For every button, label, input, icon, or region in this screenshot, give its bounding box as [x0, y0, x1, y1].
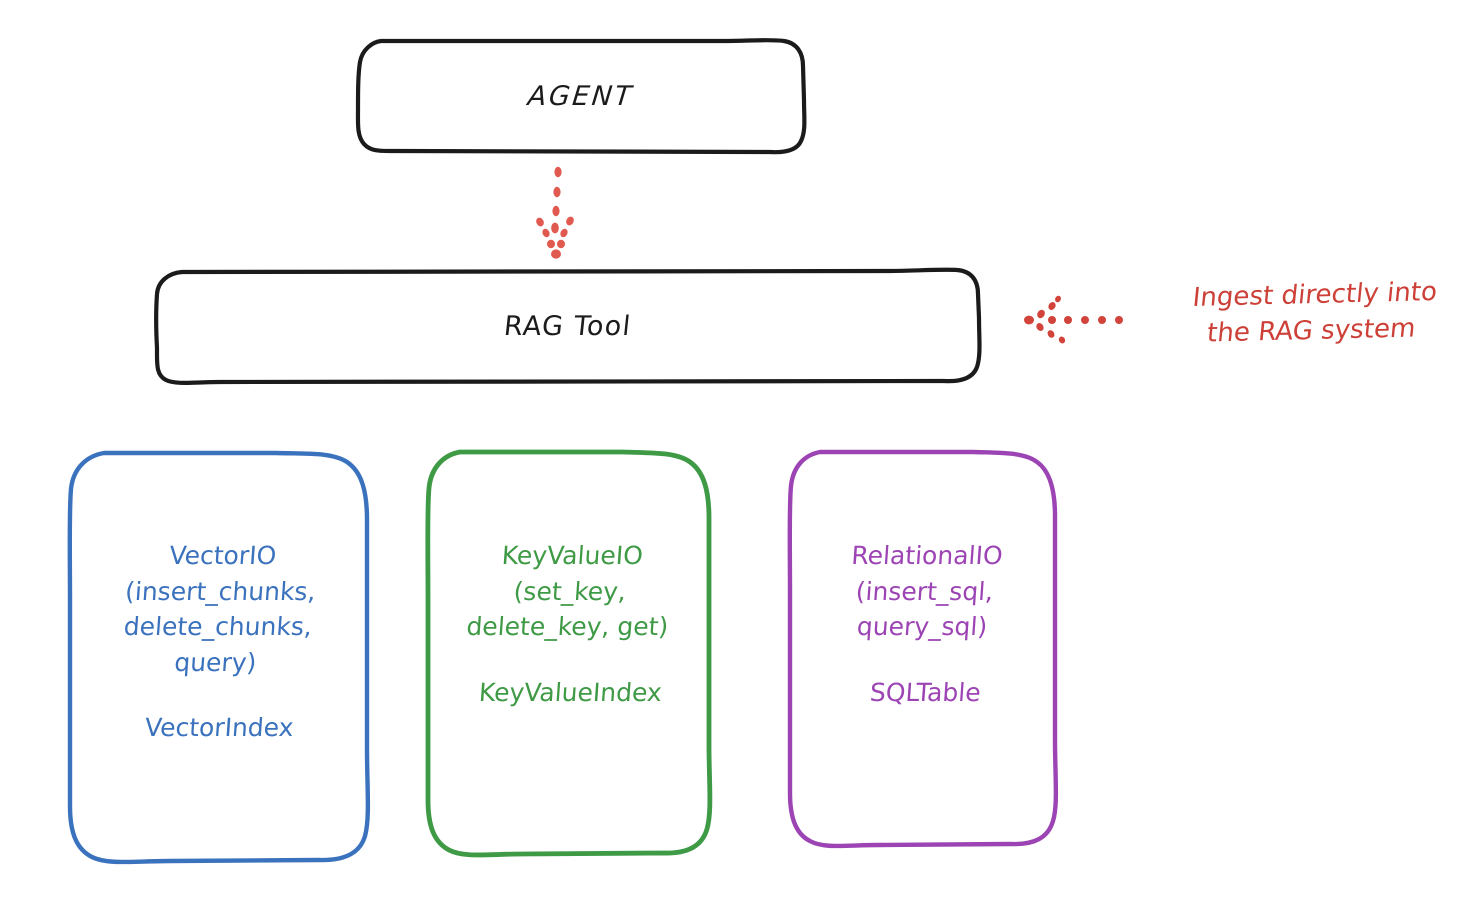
agent-box-outline [355, 38, 807, 155]
keyvalue-store-box-outline [425, 449, 713, 858]
vector-store-box-outline [67, 450, 371, 865]
keyvalue-store-api-label: KeyValueIO (set_key, delete_key, get) [465, 541, 670, 641]
keyvalue-store-index-label: KeyValueIndex [477, 677, 663, 707]
vector-store-index-label: VectorIndex [143, 713, 295, 742]
relational-store-api-label: RelationalIO (insert_sql, query_sql) [850, 541, 1005, 641]
relational-store-node[interactable]: RelationalIO (insert_sql, query_sql) SQL… [790, 450, 1060, 850]
ingest-arrow [1024, 295, 1123, 344]
relational-store-box-outline [787, 449, 1059, 849]
relational-store-index-label: SQLTable [868, 677, 982, 707]
agent-label: AGENT [526, 81, 636, 112]
vector-store-node[interactable]: VectorIO (insert_chunks, delete_chunks, … [70, 450, 368, 862]
keyvalue-store-node[interactable]: KeyValueIO (set_key, delete_key, get) Ke… [428, 450, 712, 855]
agent-to-rag-arrow [536, 166, 574, 259]
ingest-annotation-text: Ingest directly into the RAG system [1191, 277, 1439, 349]
rag-tool-box-outline [154, 267, 982, 385]
rag-tool-node[interactable]: RAG Tool [155, 270, 981, 383]
rag-tool-label: RAG Tool [502, 311, 634, 342]
vector-store-api-label: VectorIO (insert_chunks, delete_chunks, … [122, 541, 317, 677]
agent-node[interactable]: AGENT [357, 40, 805, 153]
